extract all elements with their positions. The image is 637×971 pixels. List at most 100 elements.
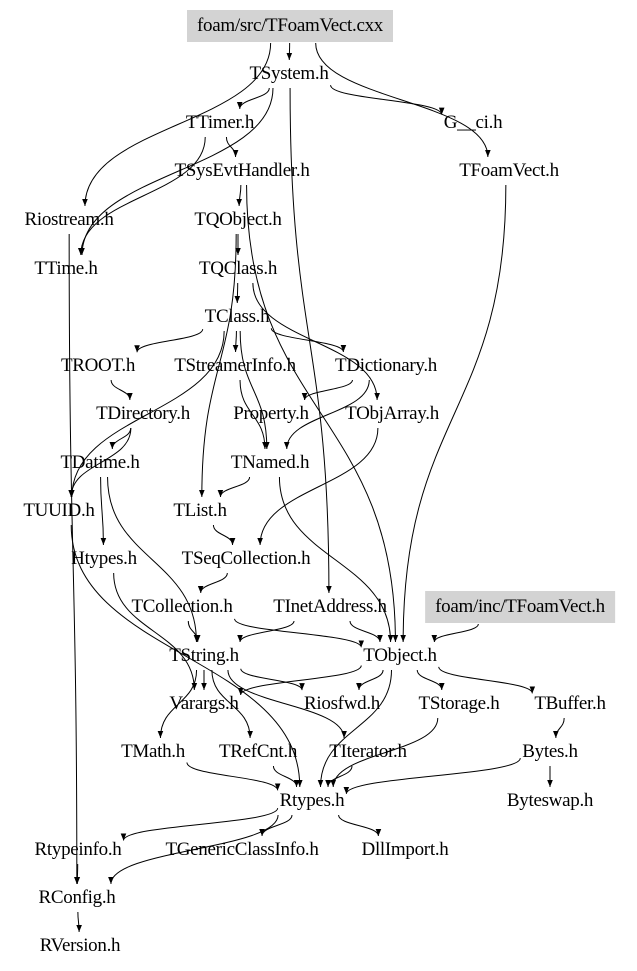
edge-TDictionary-to-TNamed <box>283 379 370 450</box>
edge-TObject-to-Rtypes <box>317 669 393 788</box>
node-htypes[interactable]: Htypes.h <box>71 548 137 569</box>
edge-TSystem-to-TTime <box>79 87 274 256</box>
node-tsystem[interactable]: TSystem.h <box>249 63 329 84</box>
edge-TCollection-to-TObject <box>234 618 365 648</box>
edge-TString-to-Riosfwd <box>240 668 305 691</box>
node-tclass[interactable]: TClass.h <box>204 306 270 327</box>
node-tsysevthandler[interactable]: TSysEvtHandler.h <box>174 160 310 181</box>
edge-TROOT-to-TDirectory <box>110 379 133 401</box>
edge-RConfig-to-RVersion <box>76 911 82 933</box>
node-titerator[interactable]: TIterator.h <box>329 741 407 762</box>
edge-TDatime-to-Htypes <box>100 476 107 546</box>
edge-TDirectory-to-TUUID <box>68 427 132 498</box>
edge-TClass-to-TNamed <box>239 330 270 450</box>
edge-TStorage-to-Rtypes <box>330 717 439 788</box>
node-ttime[interactable]: TTime.h <box>34 258 98 279</box>
node-trefcnt[interactable]: TRefCnt.h <box>218 741 298 762</box>
edge-TCollection-to-TString <box>187 620 201 643</box>
edge-Riostream-to-RConfig <box>68 233 80 885</box>
edge-Rtypes-to-DllImport <box>338 814 382 837</box>
edge-root_cxx-to-Riostream <box>82 42 272 207</box>
node-varargs[interactable]: Varargs.h <box>169 693 239 714</box>
edge-TNamed-to-TObject <box>278 476 394 643</box>
edge-TFoamVect_h-to-TObject <box>400 184 507 643</box>
node-riostream[interactable]: Riostream.h <box>24 209 114 230</box>
node-tqobject[interactable]: TQObject.h <box>194 209 282 230</box>
edge-TQObject-to-TList <box>199 233 237 498</box>
node-rversion[interactable]: RVersion.h <box>39 935 121 956</box>
edge-TDatime-to-TString <box>107 476 200 643</box>
node-rtypeinfo[interactable]: Rtypeinfo.h <box>34 839 122 860</box>
edge-Rtypes-to-TGenericClassInfo <box>259 814 293 837</box>
edge-TInetAddress-to-TObject <box>349 620 383 643</box>
edge-TSystem-to-TTimer <box>236 87 270 110</box>
node-tstreamerinfo[interactable]: TStreamerInfo.h <box>174 355 296 376</box>
node-tqclass[interactable]: TQClass.h <box>198 258 278 279</box>
edge-TString-to-TIterator <box>227 669 347 739</box>
edge-TClass-to-TDictionary <box>270 328 347 353</box>
edge-TString-to-TRefCnt <box>211 669 253 739</box>
node-byteswap[interactable]: Byteswap.h <box>506 790 594 811</box>
edge-TNamed-to-TList <box>217 476 251 498</box>
node-troot[interactable]: TROOT.h <box>60 355 136 376</box>
node-tseqcollection[interactable]: TSeqCollection.h <box>181 548 311 569</box>
node-tstring[interactable]: TString.h <box>169 645 239 666</box>
node-rtypes[interactable]: Rtypes.h <box>279 790 345 811</box>
node-tlist[interactable]: TList.h <box>173 500 227 521</box>
edge-foam_inc-to-TObject <box>431 623 479 643</box>
node-tdictionary[interactable]: TDictionary.h <box>335 355 437 376</box>
node-tmath[interactable]: TMath.h <box>121 741 185 762</box>
edge-root_cxx-to-TFoamVect_h <box>315 42 491 158</box>
node-riosfwd[interactable]: Riosfwd.h <box>304 693 380 714</box>
node-tinetaddress[interactable]: TInetAddress.h <box>273 596 387 617</box>
edge-Htypes-to-Varargs <box>113 572 198 691</box>
edge-Rtypes-to-Rtypeinfo <box>120 807 279 841</box>
node-tdatime[interactable]: TDatime.h <box>60 452 140 473</box>
node-property[interactable]: Property.h <box>233 403 309 424</box>
node-tbuffer[interactable]: TBuffer.h <box>534 693 606 714</box>
edge-TObject-to-TStorage <box>416 669 445 691</box>
edge-TObject-to-Varargs <box>237 665 362 696</box>
node-tuuid[interactable]: TUUID.h <box>23 500 95 521</box>
edge-TUUID-to-Rtypes <box>70 524 303 788</box>
edge-TList-to-TSeqCollection <box>212 524 236 546</box>
edge-TObject-to-Riosfwd <box>356 669 384 691</box>
edge-TObject-to-TBuffer <box>438 666 536 694</box>
edge-TTimer-to-TSysEvtHandler <box>225 136 239 158</box>
node-tgenericclassinfo[interactable]: TGenericClassInfo.h <box>165 839 319 860</box>
edge-TClass-to-TROOT <box>134 328 204 353</box>
edge-TInetAddress-to-TString <box>237 620 295 643</box>
node-root-cxx[interactable]: foam/src/TFoamVect.cxx <box>187 10 393 42</box>
edge-TDictionary-to-Property <box>301 379 353 401</box>
node-tnamed[interactable]: TNamed.h <box>230 452 310 473</box>
node-g-ci[interactable]: G__ci.h <box>443 112 503 133</box>
edge-TSeqCollection-to-TCollection <box>197 572 228 594</box>
edge-TBuffer-to-Bytes <box>553 717 565 739</box>
edge-TSysEvtHandler-to-TObject <box>246 184 399 643</box>
edge-TStreamerInfo-to-TNamed <box>239 379 268 450</box>
node-rconfig[interactable]: RConfig.h <box>38 887 116 908</box>
edge-TIterator-to-Rtypes <box>325 765 353 788</box>
edge-TMath-to-Rtypes <box>186 762 281 791</box>
node-dllimport[interactable]: DllImport.h <box>361 839 449 860</box>
edge-Rtypes-to-RConfig <box>108 814 279 885</box>
node-tdirectory[interactable]: TDirectory.h <box>96 403 190 424</box>
node-foam-inc-tfoamvect-h[interactable]: foam/inc/TFoamVect.h <box>425 591 615 623</box>
node-ttimer[interactable]: TTimer.h <box>185 112 255 133</box>
edge-TClass-to-TStreamerInfo <box>232 330 239 353</box>
edge-TRefCnt-to-Rtypes <box>272 765 300 788</box>
edge-TDirectory-to-TDatime <box>109 427 132 450</box>
edge-TObjArray-to-TSeqCollection <box>257 427 379 546</box>
node-tfoamvect-h[interactable]: TFoamVect.h <box>459 160 559 181</box>
edge-TClass-to-TUUID <box>69 330 225 498</box>
node-tstorage[interactable]: TStorage.h <box>418 693 500 714</box>
node-tcollection[interactable]: TCollection.h <box>131 596 233 617</box>
node-bytes[interactable]: Bytes.h <box>522 741 578 762</box>
node-tobject[interactable]: TObject.h <box>363 645 437 666</box>
edge-Bytes-to-Rtypes <box>343 757 521 795</box>
edge-TTimer-to-TTime <box>77 136 206 256</box>
edge-TString-to-TMath <box>157 669 198 739</box>
node-tobjarray[interactable]: TObjArray.h <box>345 403 439 424</box>
